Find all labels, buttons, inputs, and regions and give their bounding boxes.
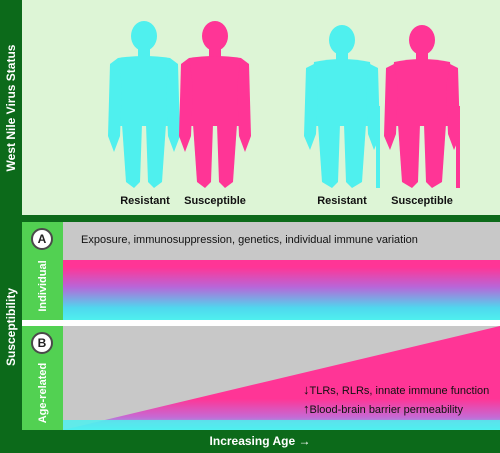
left-axis-bar — [0, 0, 22, 453]
down-arrow-icon: ↓ — [303, 382, 310, 397]
panel-a-side: A Individual — [22, 222, 63, 320]
susceptibility-label: Susceptibility — [4, 287, 18, 367]
bottom-axis-bar — [0, 430, 500, 453]
up-arrow-icon: ↑ — [303, 401, 310, 416]
panel-a-badge: A — [31, 228, 53, 250]
resistant-young-figure — [108, 21, 180, 188]
panel-b-side: B Age-related — [22, 326, 63, 430]
age-wedge-graphic — [63, 326, 500, 430]
panel-a-grey: Exposure, immunosuppression, genetics, i… — [63, 222, 500, 260]
panel-a-gradient — [63, 260, 500, 320]
separator-top — [22, 215, 500, 222]
resistant-elderly-figure — [304, 25, 380, 188]
resistant-young-caption: Resistant — [120, 195, 170, 207]
susceptible-elderly-figure — [384, 25, 460, 188]
individual-label: Individual — [36, 260, 49, 312]
susceptible-young-caption: Susceptible — [184, 195, 246, 207]
bbb-permeability-text: Blood-brain barrier permeability — [309, 404, 463, 416]
innate-immunity-line: ↓TLRs, RLRs, innate immune function — [303, 382, 489, 397]
panel-separator — [22, 320, 500, 326]
susceptible-elderly-caption: Susceptible — [391, 195, 453, 207]
panel-b-area: ↓TLRs, RLRs, innate immune function ↑Blo… — [63, 326, 500, 430]
top-axis-label-region: West Nile Virus Status — [0, 0, 22, 215]
panel-b-badge: B — [31, 332, 53, 354]
left-axis-label-region: Susceptibility — [0, 222, 22, 432]
increasing-age-label: Increasing Age → — [209, 434, 311, 448]
age-related-label: Age-related — [36, 362, 49, 424]
panel-a-text: Exposure, immunosuppression, genetics, i… — [81, 234, 418, 246]
west-nile-status-label: West Nile Virus Status — [4, 44, 18, 171]
bbb-permeability-line: ↑Blood-brain barrier permeability — [303, 401, 463, 416]
innate-immunity-text: TLRs, RLRs, innate immune function — [309, 385, 490, 397]
susceptible-young-figure — [179, 21, 251, 188]
figures-panel: Resistant Susceptible Resistant Suscepti… — [22, 0, 500, 215]
people-illustrations — [108, 21, 460, 188]
resistant-elderly-caption: Resistant — [317, 195, 367, 207]
age-wedge — [63, 326, 500, 430]
